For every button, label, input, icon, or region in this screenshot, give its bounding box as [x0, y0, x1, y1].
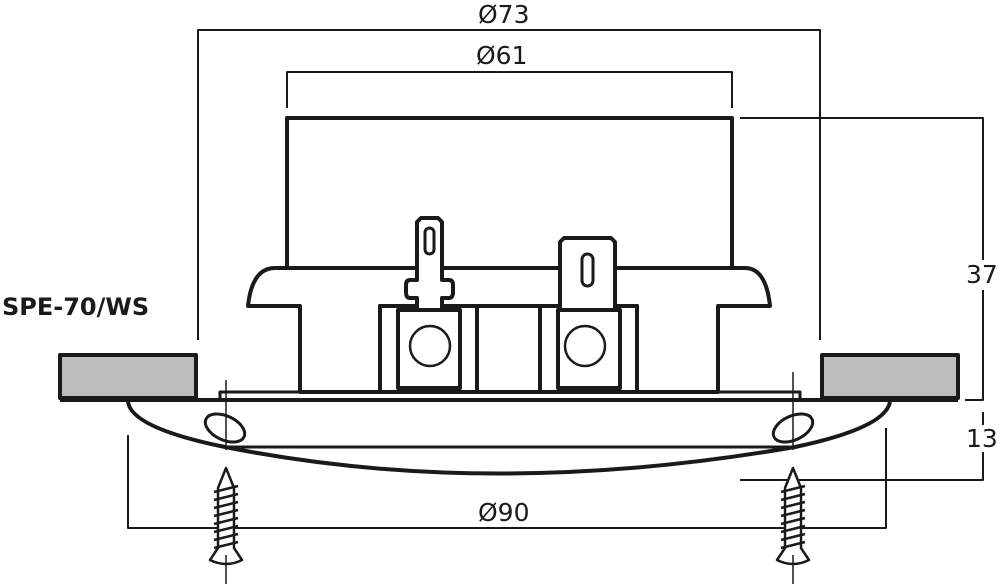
dim-total-depth: 37 [966, 260, 998, 289]
terminal-block [378, 216, 639, 394]
dim-outer-mount-diameter: Ø73 [478, 0, 530, 29]
screw-right-icon [775, 466, 811, 584]
screw-left-icon [208, 466, 244, 584]
terminal-tab-left [404, 216, 455, 312]
ceiling-panel-left [58, 353, 198, 400]
dim-bezel-depth: 13 [966, 424, 998, 453]
dimension-lines [127, 29, 984, 529]
dim-bezel-diameter: Ø90 [478, 498, 530, 527]
mount-hole-left [203, 412, 247, 444]
model-label: SPE-70/WS [2, 293, 150, 321]
ceiling-panel-right [820, 353, 960, 400]
mount-hole-right [771, 412, 815, 444]
dim-magnet-diameter: Ø61 [476, 41, 528, 70]
magnet-body [285, 116, 734, 270]
bezel [126, 401, 892, 476]
